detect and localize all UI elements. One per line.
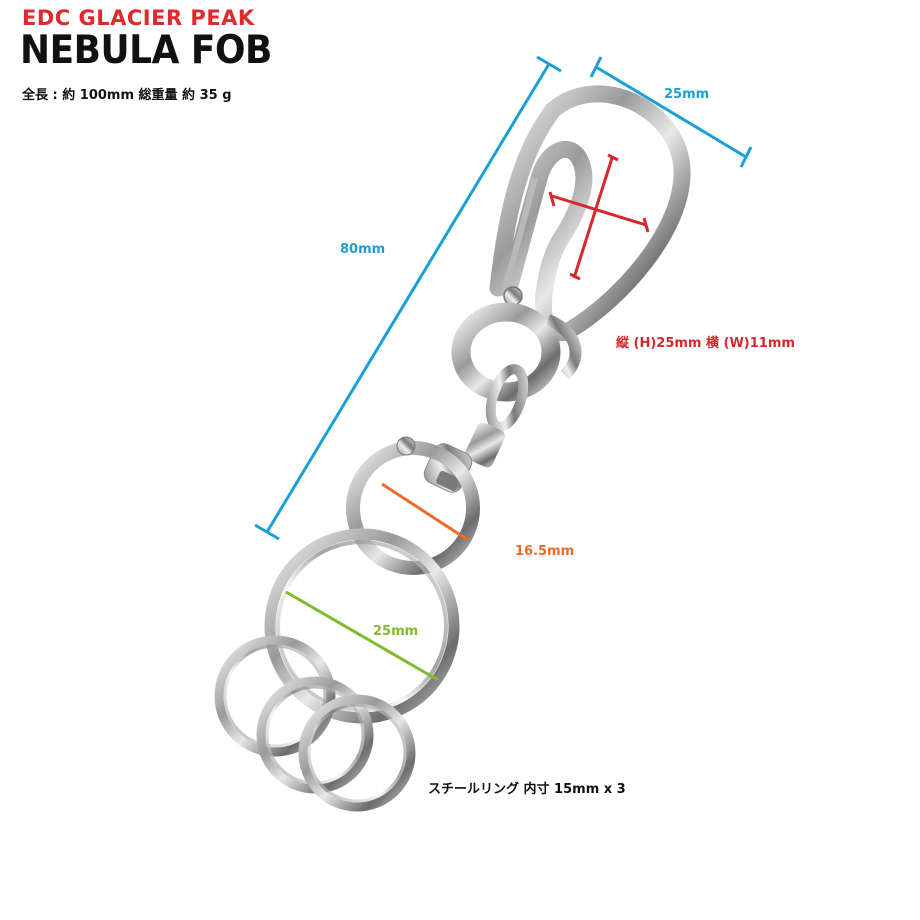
product-title: NEBULA FOB [20, 28, 272, 73]
snap-hook-eye [451, 302, 561, 402]
hook-inner-dimension [548, 153, 650, 281]
spring-ring-label: 16.5mm [515, 544, 575, 559]
spring-ring-dimension [381, 482, 469, 542]
large-ring-label: 25mm [373, 624, 419, 639]
connector-link [485, 364, 529, 432]
snap-hook-rivet [503, 286, 523, 306]
large-ring-dimension [285, 590, 439, 682]
width-dimension-line [589, 56, 753, 168]
length-label: 80mm [340, 242, 386, 257]
length-dimension-line [254, 55, 562, 541]
snap-hook-body [489, 85, 691, 342]
snap-hook [451, 85, 691, 402]
product-spec: 全長 : 約 100mm 総重量 約 35 g [22, 88, 232, 103]
width-label: 25mm [664, 87, 710, 102]
small-ring-label: スチールリング 内寸 15mm x 3 [428, 782, 626, 797]
hook-inner-label: 縦 (H)25mm 横 (W)11mm [616, 336, 795, 351]
snap-hook-gate [502, 177, 538, 289]
spring-ring [346, 436, 480, 575]
snap-hook-shoulder [545, 314, 582, 380]
split-ring-small-3 [298, 694, 416, 812]
brand-name: EDC GLACIER PEAK [22, 6, 255, 30]
split-ring-small-1 [214, 635, 336, 757]
